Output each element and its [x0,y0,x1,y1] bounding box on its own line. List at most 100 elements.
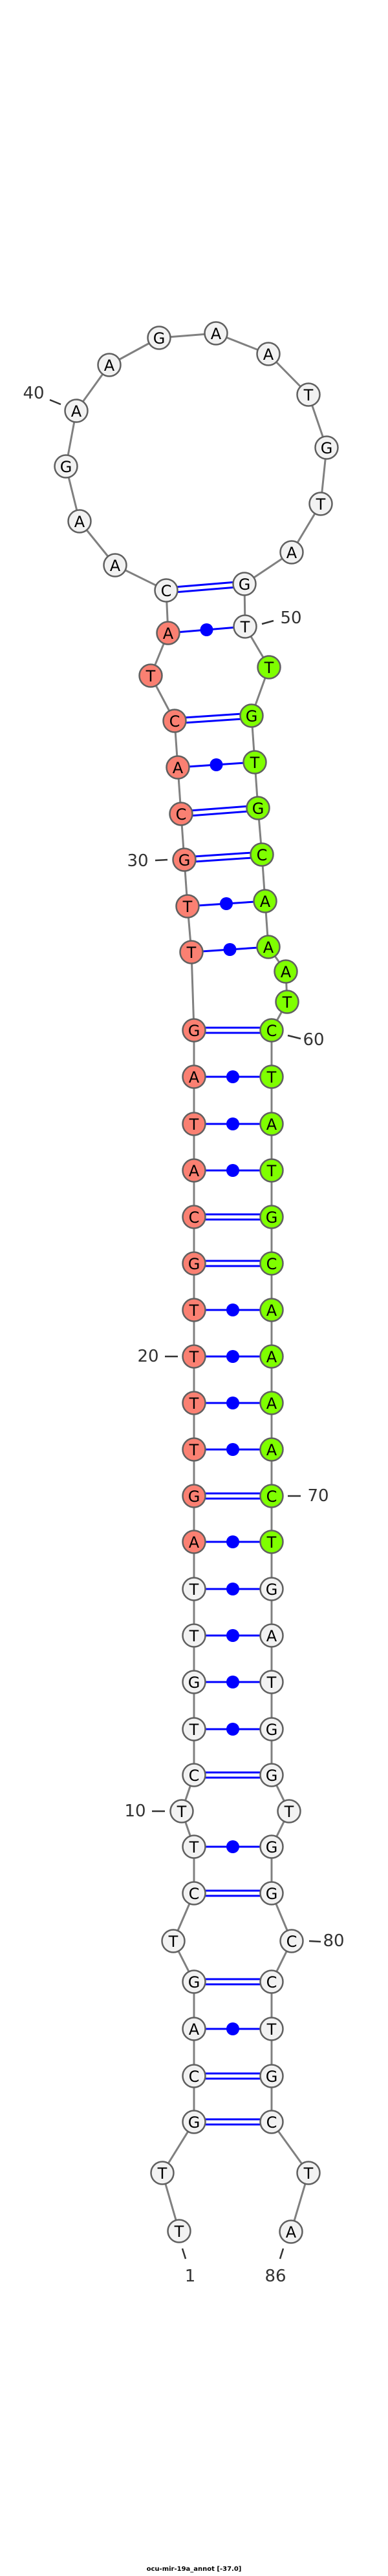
nucleotide-letter: A [266,1627,277,1645]
nucleotide: T [179,940,204,964]
nucleotide: G [182,1251,206,1276]
nucleotide-circle [250,842,274,867]
nucleotide-circle [182,1623,206,1648]
nucleotide: G [259,1763,284,1787]
gc-pair-line [181,809,259,818]
position-tick [261,619,274,625]
nucleotide-letter: T [146,667,156,685]
nucleotide: G [246,796,270,820]
nucleotide-circle [259,1018,284,1043]
nucleotide-circle [150,2161,175,2185]
nucleotide-circle [182,2110,206,2134]
pair-dot [226,1443,239,1456]
nucleotide: A [156,621,180,645]
nucleotide-circle [314,435,339,460]
nucleotide: A [259,1298,284,1322]
nucleotide-circle [259,1577,284,1601]
nucleotide: T [161,1929,186,1953]
nucleotide: A [182,2017,206,2041]
nucleotide-letter: T [266,1533,277,1552]
nucleotide-letter: G [266,1581,278,1599]
nucleotide: G [54,454,78,479]
nucleotide-letter: T [174,2223,184,2241]
nucleotide: A [274,959,298,984]
pair-dot [226,1535,239,1548]
pair-dot [226,2022,239,2035]
nucleotide-letter: A [104,357,115,375]
nucleotide-letter: T [266,1674,277,1692]
nucleotide-circle [296,2161,321,2185]
nucleotide-letter: G [178,851,191,869]
nucleotide: T [259,1530,284,1554]
nucleotide-letter: G [266,1885,278,1903]
nucleotide-circle [275,990,299,1014]
nucleotide-circle [259,1763,284,1787]
nucleotide-circle [259,2110,284,2134]
nucleotide: T [182,1577,206,1601]
nucleotide: G [239,703,264,728]
structure-title: ocu-mir-19a_annot [-37.0] [146,2566,242,2573]
nucleotide: A [259,1623,284,1648]
nucleotide: T [182,1437,206,1462]
nucleotide: T [308,492,333,516]
pair-dot [226,1840,239,1853]
pair-dot [226,1117,239,1130]
nucleotide: T [277,1799,301,1823]
nucleotide-letter: G [188,1674,200,1692]
nucleotide-letter: G [60,458,72,476]
nucleotide-letter: C [266,1255,277,1273]
nucleotide-letter: C [169,712,180,731]
nucleotide-letter: T [266,1068,277,1086]
pair-dot [226,1723,239,1736]
nucleotide-circle [64,399,89,423]
nucleotide: G [259,2064,284,2088]
nucleotide-letter: G [153,329,166,348]
nucleotide: T [233,614,257,639]
nucleotide-circle [259,1437,284,1462]
pair-dot [226,1304,239,1316]
nucleotide-letter: A [189,1162,200,1180]
nucleotide: T [259,1158,284,1183]
nucleotide-circle [182,1834,206,1859]
nucleotide-circle [54,454,78,479]
nucleotide-letter: T [303,386,314,404]
nucleotide-circle [296,382,321,407]
nucleotide-circle [182,1065,206,1089]
nucleotide-circle [182,1530,206,1554]
position-label: 50 [280,608,301,628]
nucleotide: T [150,2161,175,2185]
nucleotide: A [103,553,127,577]
nucleotide-letter: T [189,1302,199,1320]
nucleotide-circle [233,614,257,639]
nucleotide-letter: T [157,2165,167,2183]
nucleotide-letter: T [168,1933,178,1951]
nucleotide-circle [182,1205,206,1229]
nucleotide-circle [259,1969,284,1994]
nucleotide-letter: T [189,1721,199,1739]
nucleotide-circle [259,1158,284,1183]
nucleotide-letter: A [263,346,274,364]
gc-pair-line [184,851,262,858]
nucleotide-letter: G [188,1488,200,1506]
nucleotide: T [182,1112,206,1136]
position-label: 70 [307,1486,329,1506]
pair-dot [226,1070,239,1083]
nucleotide-circle [204,321,228,346]
nucleotide: G [147,326,171,350]
nucleotide-letter: C [266,1488,277,1506]
nucleotide-circle [242,750,267,774]
nucleotide-letter: A [263,939,274,957]
nucleotide-circle [279,540,304,565]
nucleotide: T [296,2161,321,2185]
nucleotide: G [182,1670,206,1694]
nucleotide: G [182,1018,206,1043]
pair-dot [226,1583,239,1595]
nucleotide-circle [246,796,270,820]
nucleotide: A [279,540,304,565]
nucleotide-letter: C [286,1933,297,1951]
pair-dot [226,1397,239,1409]
base-pairs [166,580,272,2126]
nucleotide-letter: T [316,495,326,514]
nucleotide-letter: C [266,1022,277,1040]
